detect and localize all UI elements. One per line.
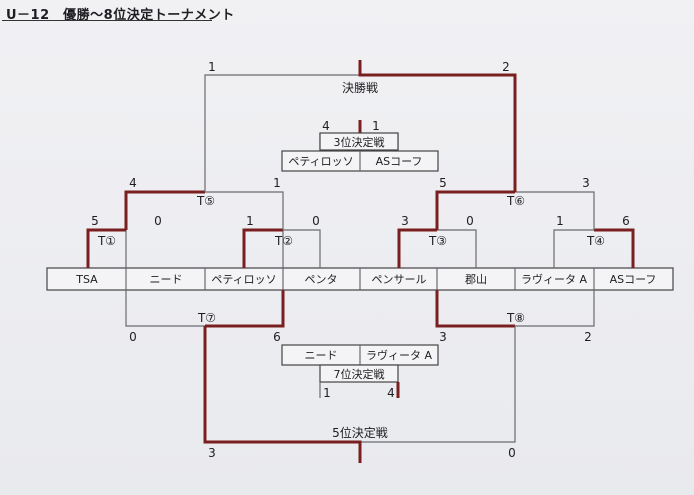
team-name: ラヴィータ A bbox=[521, 272, 587, 286]
bracket-line bbox=[125, 290, 205, 327]
score: 1 bbox=[323, 386, 331, 400]
team-name: ASコーフ bbox=[610, 273, 657, 286]
winner-line bbox=[594, 228, 635, 268]
match-t2: T② 1 0 bbox=[242, 214, 321, 268]
score: 0 bbox=[508, 446, 516, 460]
winner-line bbox=[435, 190, 515, 230]
match-t5: T⑤ 4 1 bbox=[124, 176, 284, 230]
score: 5 bbox=[91, 214, 99, 228]
match-label: T② bbox=[274, 234, 293, 248]
score: 1 bbox=[556, 214, 564, 228]
team-name: 郡山 bbox=[465, 273, 487, 286]
score: 3 bbox=[439, 330, 447, 344]
winner-line bbox=[205, 290, 285, 328]
winner-line bbox=[86, 228, 126, 268]
score: 0 bbox=[129, 330, 137, 344]
score: 4 bbox=[129, 176, 137, 190]
winner-line bbox=[203, 326, 362, 463]
score: 3 bbox=[401, 214, 409, 228]
match-t7: T⑦ 0 6 bbox=[125, 290, 285, 344]
team-name: ラヴィータ A bbox=[366, 348, 432, 362]
match-label: T⑧ bbox=[506, 311, 525, 325]
score: 4 bbox=[322, 119, 330, 133]
score: 5 bbox=[439, 176, 447, 190]
third-place-label: 3位決定戦 bbox=[334, 135, 385, 149]
match-t4: T④ 1 6 bbox=[553, 214, 635, 268]
team-name: ペティロッソ bbox=[211, 273, 276, 286]
bracket-line bbox=[204, 74, 360, 192]
team-name: ペンタ bbox=[305, 273, 338, 286]
match-label: T① bbox=[97, 234, 116, 248]
team-name: ペティロッソ bbox=[288, 155, 353, 168]
page-title: U－12 優勝～8位決定トーナメント bbox=[6, 8, 235, 23]
score: 2 bbox=[502, 60, 510, 74]
score: 4 bbox=[387, 386, 395, 400]
bracket-line bbox=[437, 229, 477, 268]
bracket-line bbox=[515, 290, 595, 327]
winner-line bbox=[124, 190, 205, 230]
score: 1 bbox=[208, 60, 216, 74]
seventh-place-match: ニード ラヴィータ A 7位決定戦 1 4 bbox=[281, 344, 439, 400]
score: 1 bbox=[372, 119, 380, 133]
match-label: T⑥ bbox=[506, 194, 525, 208]
score: 0 bbox=[466, 214, 474, 228]
seventh-place-label: 7位決定戦 bbox=[334, 367, 385, 381]
winner-line bbox=[242, 228, 283, 268]
match-label: T⑦ bbox=[197, 311, 216, 325]
match-label: T⑤ bbox=[196, 194, 215, 208]
team-row: TSA ニード ペティロッソ ペンタ ペンサール 郡山 ラヴィータ A ASコー… bbox=[46, 267, 674, 291]
team-name: ペンサール bbox=[372, 273, 427, 286]
team-name: ニード bbox=[305, 349, 338, 362]
match-t3: T③ 3 0 bbox=[397, 214, 477, 268]
bracket-line bbox=[360, 326, 516, 443]
winner-line bbox=[435, 290, 515, 328]
team-name: ニード bbox=[150, 273, 183, 286]
bracket-line bbox=[553, 229, 594, 268]
bracket-line bbox=[282, 229, 321, 268]
score: 3 bbox=[208, 446, 216, 460]
score: 1 bbox=[273, 176, 281, 190]
score: 0 bbox=[154, 214, 162, 228]
fifth-place-match: 5位決定戦 3 0 bbox=[203, 326, 516, 463]
team-name: TSA bbox=[75, 273, 98, 286]
fifth-place-label: 5位決定戦 bbox=[332, 425, 388, 440]
third-place-match: 4 1 3位決定戦 ペティロッソ ASコーフ bbox=[281, 119, 439, 172]
match-label: T③ bbox=[428, 234, 447, 248]
score: 0 bbox=[312, 214, 320, 228]
bracket-line bbox=[205, 191, 284, 230]
third-place-label-box bbox=[319, 132, 399, 151]
final-label: 決勝戦 bbox=[342, 80, 378, 95]
match-t8: T⑧ 3 2 bbox=[435, 290, 595, 344]
score: 1 bbox=[246, 214, 254, 228]
team-name: ASコーフ bbox=[376, 155, 423, 168]
score: 3 bbox=[582, 176, 590, 190]
final-match: 決勝戦 1 2 bbox=[204, 60, 517, 192]
score: 6 bbox=[273, 330, 281, 344]
match-t6: T⑥ 5 3 bbox=[435, 176, 595, 230]
winner-line bbox=[397, 228, 437, 268]
bracket-line bbox=[515, 191, 595, 230]
seventh-place-label-box bbox=[319, 364, 399, 383]
score: 6 bbox=[622, 214, 630, 228]
title-underline bbox=[2, 20, 212, 21]
score: 2 bbox=[584, 330, 592, 344]
winner-line bbox=[358, 60, 517, 192]
match-label: T④ bbox=[586, 234, 605, 248]
